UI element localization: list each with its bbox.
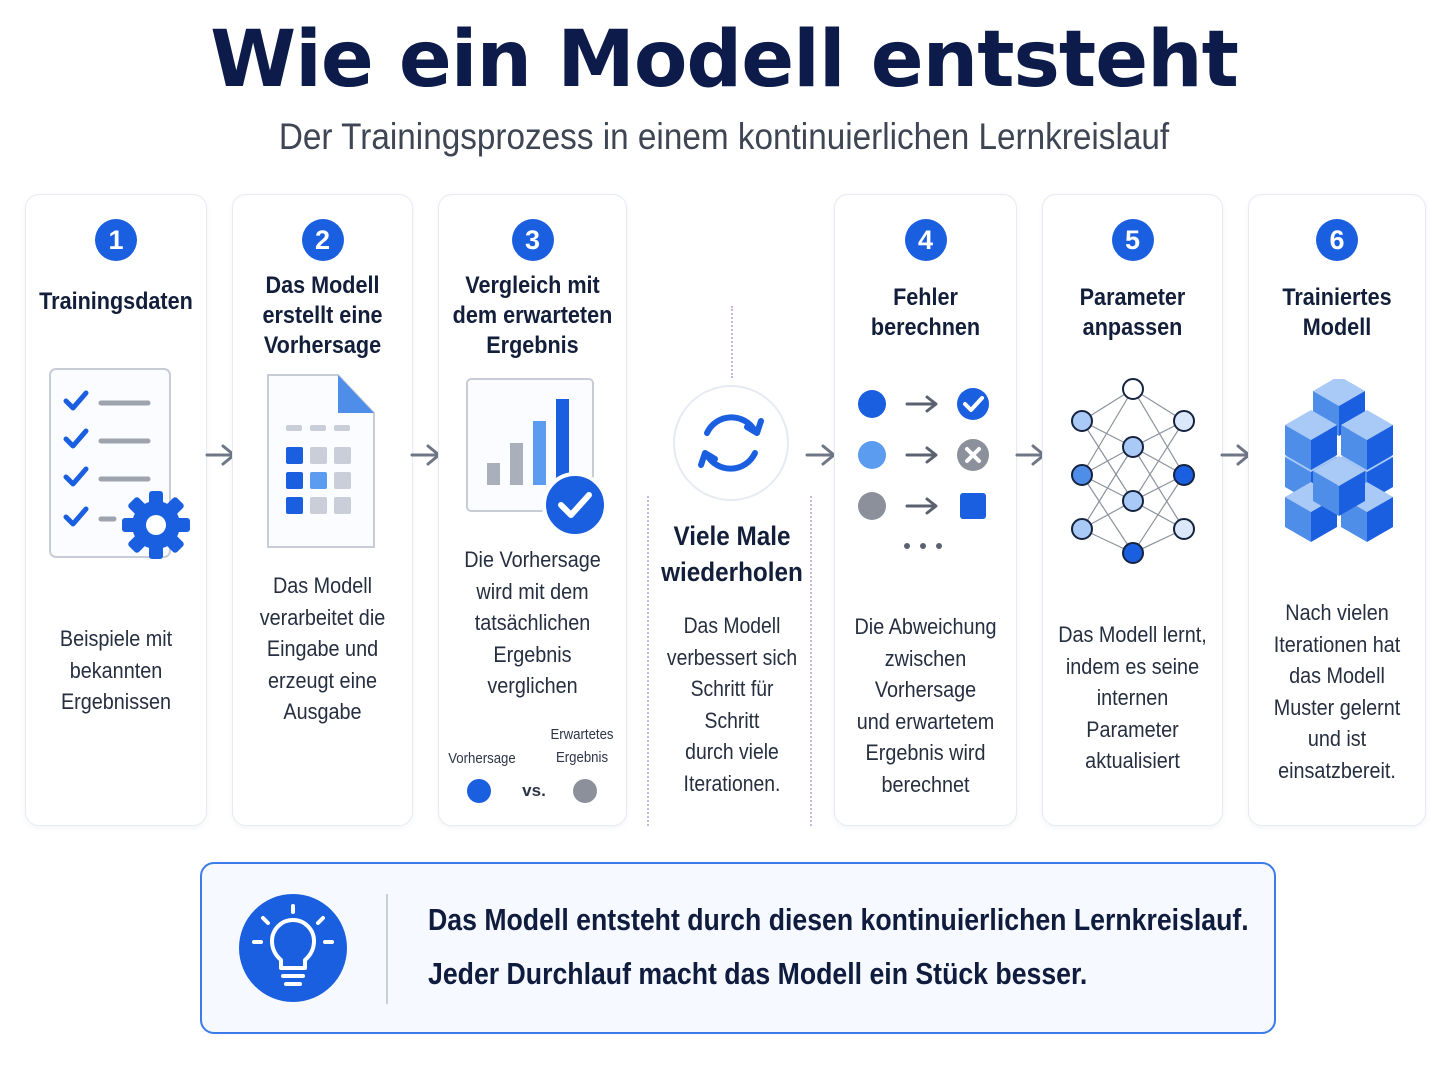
bar-chart-check-icon — [466, 378, 608, 535]
callout-line-1: Das Modell entsteht durch diesen kontinu… — [428, 902, 1249, 937]
checklist-gear-icon — [49, 368, 190, 559]
vs-label: vs. — [522, 781, 546, 800]
cube-stack-icon — [1285, 379, 1393, 542]
page-title: Wie ein Modell entsteht — [210, 15, 1239, 105]
step-number-badge: 4 — [904, 219, 947, 261]
step-number-badge: 1 — [95, 219, 137, 261]
arrow-right-icon — [805, 444, 836, 466]
loop-divider-left — [647, 496, 649, 826]
lightbulb-icon — [239, 894, 347, 1002]
step-number-badge: 6 — [1316, 219, 1358, 261]
document-grid-icon — [267, 374, 375, 548]
step-title: Trainingsdaten — [39, 288, 193, 315]
callout-divider — [386, 894, 388, 1004]
step-number-badge: 5 — [1111, 219, 1154, 261]
step-number-badge: 2 — [301, 219, 344, 261]
callout-line-2: Jeder Durchlauf macht das Modell ein Stü… — [428, 956, 1088, 991]
neural-network-icon — [1071, 378, 1195, 564]
page-subtitle: Der Trainingsprozess in einem kontinuier… — [278, 116, 1170, 157]
error-mapping-icon — [858, 388, 989, 549]
refresh-cycle-icon — [673, 385, 789, 501]
expected-dot — [573, 779, 597, 803]
prediction-dot — [467, 779, 491, 803]
loop-divider-right — [810, 496, 812, 826]
loop-divider-top — [731, 306, 733, 378]
step-number-badge: 3 — [511, 219, 554, 261]
prediction-label: Vorhersage — [448, 750, 516, 767]
summary-callout: Das Modell entsteht durch diesen kontinu… — [200, 862, 1276, 1034]
